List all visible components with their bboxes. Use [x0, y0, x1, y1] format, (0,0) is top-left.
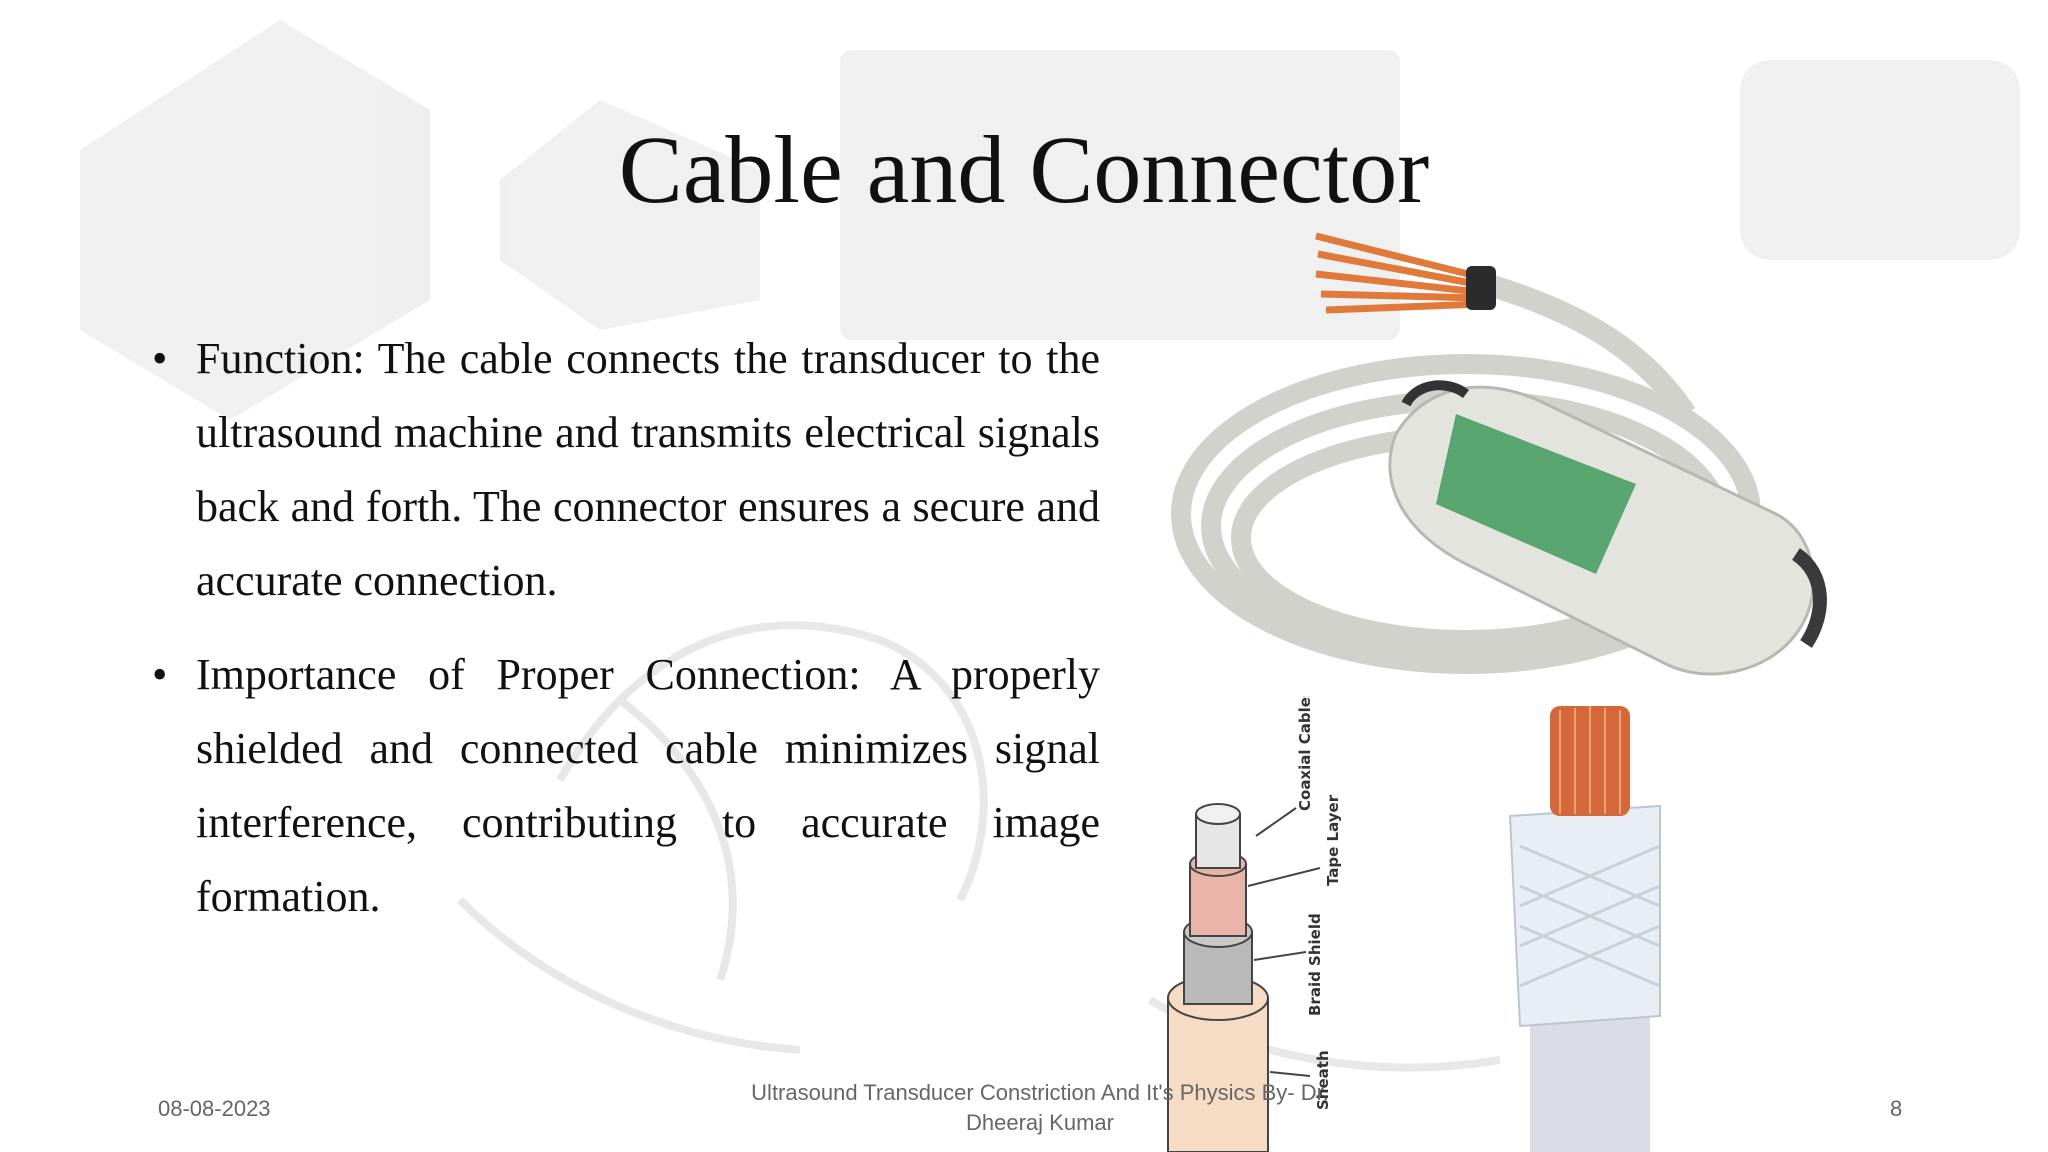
label-coaxial-cables: Coaxial Cables	[1296, 696, 1314, 811]
bullet-list: • Function: The cable connects the trans…	[150, 322, 1100, 954]
bullet-item: • Function: The cable connects the trans…	[150, 322, 1100, 618]
braided-cable-image	[1508, 706, 1661, 1152]
bullet-text: Function: The cable connects the transdu…	[196, 334, 1100, 605]
label-tape-layer: Tape Layer	[1324, 794, 1342, 886]
footer-date: 08-08-2023	[158, 1096, 271, 1121]
label-braid-shield: Braid Shield	[1306, 913, 1324, 1016]
bullet-symbol: •	[152, 334, 168, 383]
transducer-probe-image	[1171, 232, 1827, 676]
bullet-item: • Importance of Proper Connection: A pro…	[150, 638, 1100, 934]
bullet-text: Importance of Proper Connection: A prope…	[196, 650, 1100, 921]
footer-presentation-title: Ultrasound Transducer Constriction And I…	[751, 1080, 1329, 1135]
bullet-symbol: •	[152, 650, 168, 699]
slide-title: Cable and Connector	[618, 116, 1430, 223]
page-number: 8	[1890, 1096, 1903, 1121]
cable-layers-diagram: Coaxial Cables Tape Layer Braid Shield S…	[1167, 696, 1342, 1152]
label-sheath: Sheath	[1314, 1050, 1332, 1110]
